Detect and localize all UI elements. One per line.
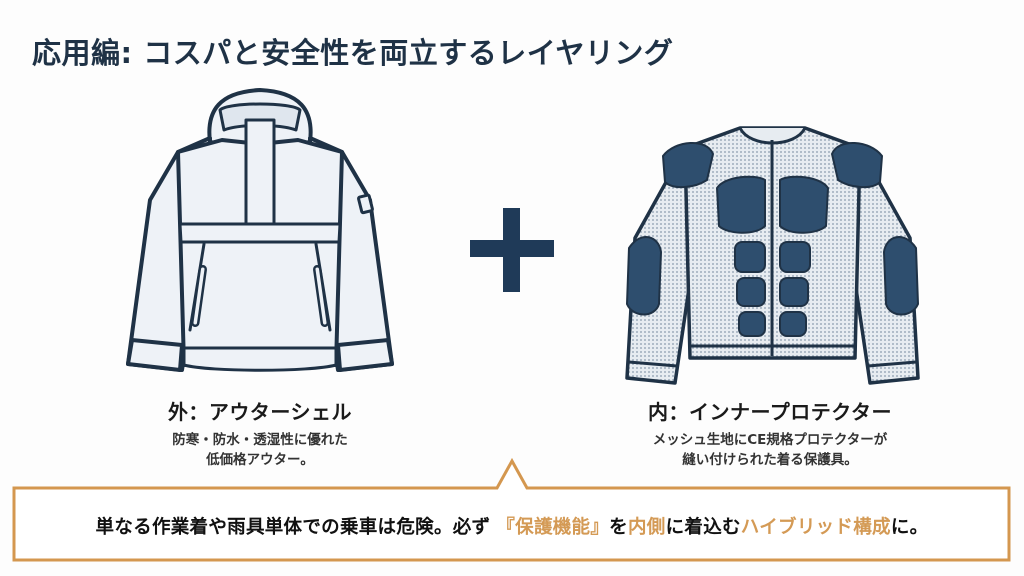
outer-shell-heading: 外：アウターシェル xyxy=(167,400,353,424)
inner-protector-desc-2: 縫い付けられた着る保護具。 xyxy=(682,452,858,468)
protector-jacket-icon xyxy=(615,118,930,393)
callout-message: 単なる作業着や雨具単体での乗車は危険。必ず 『保護機能』 を 内側 に着込む ハ… xyxy=(16,490,1008,562)
callout-text-4: に。 xyxy=(890,517,929,538)
outer-shell-desc-1: 防寒・防水・透湿性に優れた xyxy=(172,432,348,448)
callout-text-2: を xyxy=(609,517,628,538)
callout-highlight-protection: 『保護機能』 xyxy=(496,517,610,538)
inner-protector-heading: 内：インナープロテクター xyxy=(648,400,892,424)
plus-icon xyxy=(470,208,554,292)
outer-shell-caption: 外：アウターシェル 防寒・防水・透湿性に優れた 低価格アウター。 xyxy=(120,396,400,470)
callout-highlight-hybrid: ハイブリッド構成 xyxy=(740,517,891,538)
page-title: 応用編: コスパと安全性を両立するレイヤリング xyxy=(32,36,674,70)
inner-protector-caption: 内：インナープロテクター メッシュ生地にCE規格プロテクターが 縫い付けられた着… xyxy=(600,396,940,470)
callout-text-3: に着込む xyxy=(665,517,741,538)
callout-text-1: 単なる作業着や雨具単体での乗車は危険。必ず xyxy=(95,517,491,538)
anorak-jacket-icon xyxy=(110,80,410,380)
outer-shell-desc-2: 低価格アウター。 xyxy=(206,452,314,468)
callout-highlight-inside: 内側 xyxy=(627,517,666,538)
inner-protector-desc-1: メッシュ生地にCE規格プロテクターが xyxy=(652,432,888,448)
